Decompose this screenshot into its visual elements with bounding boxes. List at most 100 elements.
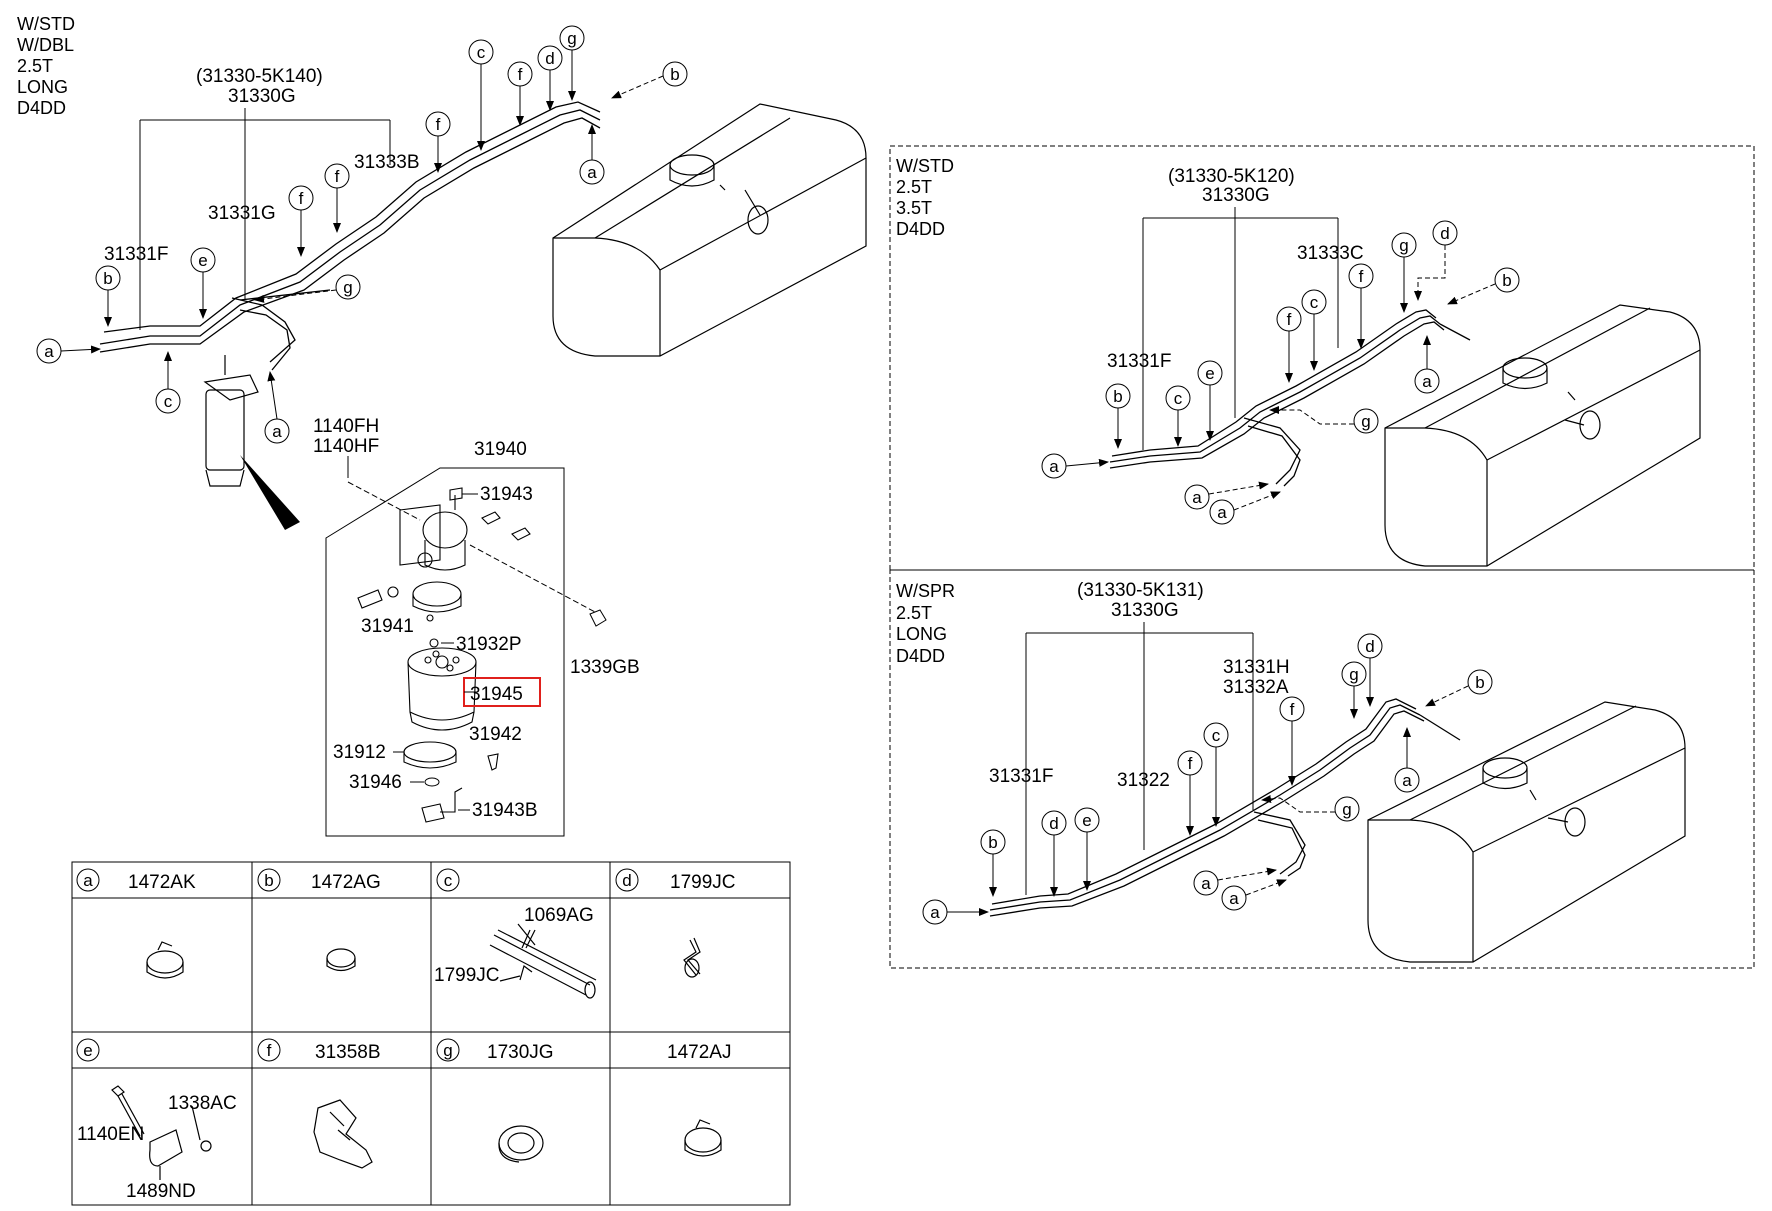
clamp-icon [684,1119,722,1157]
group-label-31940: 31940 [474,439,527,460]
filter-clamp-ring [403,741,499,771]
part-label-31333C: 31333C [1297,243,1364,264]
callouts: g d b f f c b c e a g a a a [1041,220,1520,525]
legend-sub-part: 1069AG [524,905,594,926]
drain-plug [421,787,463,823]
svg-text:c: c [164,392,173,411]
svg-text:f: f [335,167,340,186]
svg-text:e: e [198,251,207,270]
part-label-31943: 31943 [480,484,533,505]
callout-f: f [288,185,314,211]
callout-a: a [1184,484,1210,510]
legend-cell-h: 1472AJ [667,1042,731,1157]
bracket-bolt-icon [111,1085,212,1180]
legend-sub-part: 1140EN [77,1124,144,1145]
assy-part: 31330G [1111,600,1179,621]
legend-letter: e [83,1041,92,1060]
svg-text:f: f [518,65,523,84]
spr-panel: W/SPR 2.5T LONG D4DD (31330-5K131) 31330… [889,569,1755,969]
part-label-31331F: 31331F [104,244,168,265]
clip-icon [683,937,701,978]
svg-text:g: g [1342,800,1351,819]
svg-text:a: a [587,163,597,182]
callout-a: a [264,418,290,444]
svg-text:f: f [1359,267,1364,286]
callout-a: a [1394,767,1420,793]
svg-text:d: d [1049,814,1058,833]
legend-grid [71,861,791,1206]
variant-line: LONG [896,624,947,644]
callout-c: c [155,388,181,414]
callouts: d g b f c a f g b d e a a a [922,633,1493,925]
callout-a: a [1041,453,1067,479]
variant-line: 2.5T [896,177,932,197]
legend-cell-e: e 1338AC 1140EN 1489ND [76,1038,237,1202]
legend-cell-b: b 1472AG [257,868,381,972]
svg-text:e: e [1082,811,1091,830]
callouts: c f d g b a f f f e b g a c [36,25,688,444]
svg-text:b: b [103,269,112,288]
svg-text:c: c [1310,293,1319,312]
callout-g: g [559,25,585,51]
callout-d: d [1432,220,1458,246]
variant-line: D4DD [896,646,945,666]
variant-line: W/SPR [896,581,955,601]
callout-a: a [1193,870,1219,896]
legend-cell-f: f 31358B [257,1038,381,1169]
main-diagram: W/STD W/DBL 2.5T LONG D4DD (31330-5K140)… [17,14,867,530]
legend-sub-part: 1338AC [168,1093,237,1114]
svg-text:a: a [1049,457,1059,476]
assy-code: (31330-5K120) [1168,166,1295,187]
callout-b: b [95,265,121,291]
filter-fittings [357,581,462,648]
legend-part: 1472AG [311,872,381,893]
variant-line: W/STD [17,14,75,34]
legend-cell-g: g 1730JG [436,1038,554,1163]
variant-line: D4DD [896,219,945,239]
svg-text:f: f [1188,754,1193,773]
callout-g: g [1391,232,1417,258]
callout-c: c [468,39,494,65]
part-label-31331F: 31331F [989,766,1053,787]
callout-c: c [1203,722,1229,748]
callout-g: g [1353,408,1379,434]
variant-line: 3.5T [896,198,932,218]
part-label-31331H: 31331H [1223,657,1290,678]
svg-text:g: g [343,278,352,297]
callout-d: d [1357,633,1383,659]
callout-a: a [1221,885,1247,911]
callout-g: g [335,274,361,300]
svg-text:b: b [1502,271,1511,290]
svg-text:g: g [1349,665,1358,684]
legend-part: 1730JG [487,1042,554,1063]
svg-text:c: c [477,43,486,62]
callout-f: f [1279,696,1305,722]
svg-text:a: a [272,422,282,441]
assy-bracket [1025,622,1254,895]
svg-text:a: a [930,903,940,922]
callout-a: a [579,159,605,185]
svg-text:b: b [988,833,997,852]
legend-sub-part: 1799JC [434,965,500,986]
filter-assembly-frame [325,467,565,837]
part-label-31932P: 31932P [456,634,522,655]
callout-f: f [324,163,350,189]
part-label-31943B: 31943B [472,800,538,821]
callout-e: e [1074,807,1100,833]
assy-bracket [139,108,391,330]
variant-line: D4DD [17,98,66,118]
callout-b: b [1467,669,1493,695]
callout-b: b [662,61,688,87]
svg-text:f: f [436,115,441,134]
fuel-filter-mount [203,355,259,487]
pointer-arrow [240,455,300,530]
callout-a: a [922,899,948,925]
filter-assembly: 1140FH 1140HF 31940 31943 31941 [313,416,640,837]
variant-line: 2.5T [17,56,53,76]
legend-cell-c: c 1069AG 1799JC [434,868,597,999]
spr-panel-frame [889,569,1755,969]
svg-text:d: d [1365,637,1374,656]
part-label-31946: 31946 [349,772,402,793]
hose-clip-icon [489,923,597,999]
assy-part: 31330G [228,86,296,107]
